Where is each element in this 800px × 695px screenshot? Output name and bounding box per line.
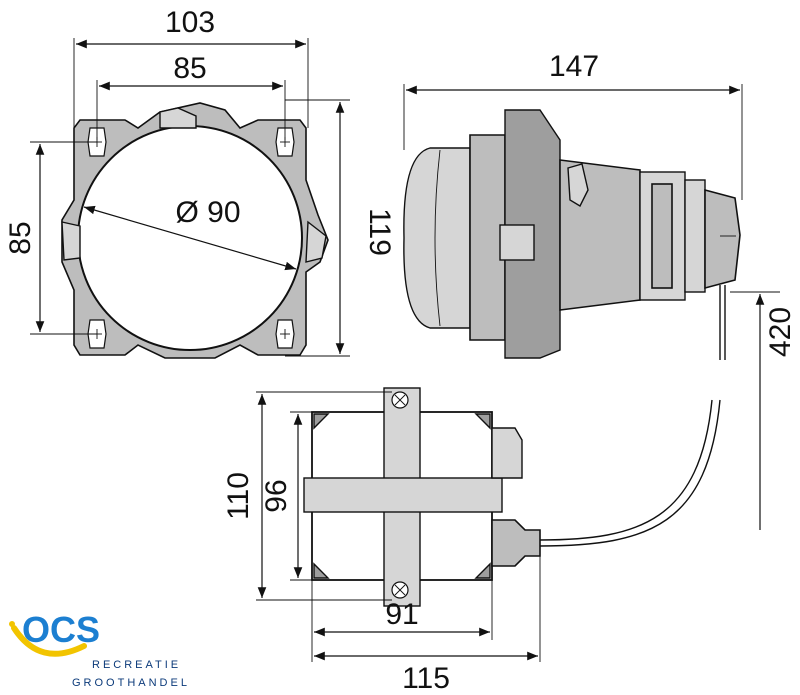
side-latch (567, 163, 589, 207)
logo-line2: GROOTHANDEL (72, 677, 190, 689)
dim-text-110: 110 (222, 472, 255, 520)
ocs-logo: OCS RECREATIE GROOTHANDEL (9, 609, 190, 689)
ballast-screw-top (391, 391, 409, 409)
side-clip (499, 224, 535, 261)
screw-slot-top-right (275, 127, 295, 157)
front-view: 103 85 85 119 Ø 90 (4, 6, 396, 359)
dim-text-115: 115 (402, 662, 450, 695)
dim-text-85-horizontal: 85 (173, 52, 206, 85)
ballast-connector-bottom (491, 519, 541, 567)
logo-letters: OCS (22, 609, 100, 650)
ballast-view: 110 96 91 115 (222, 387, 721, 695)
ballast-strap-horizontal (303, 477, 503, 513)
logo-smile-icon (11, 625, 87, 657)
dim-text-91: 91 (385, 598, 418, 631)
side-lens (403, 147, 471, 329)
side-view: 147 420 (403, 50, 797, 530)
right-tab (305, 220, 327, 263)
side-plug (704, 188, 741, 290)
logo-line1: RECREATIE (92, 659, 181, 671)
dim-text-85-vertical: 85 (4, 221, 37, 254)
screw-slot-bottom-right (275, 319, 295, 349)
ballast-cable (539, 399, 713, 541)
left-tab (61, 221, 81, 261)
dim-text-147: 147 (549, 50, 599, 83)
side-connector-collar (684, 179, 706, 293)
ballast-screw-bottom (391, 581, 409, 599)
dim-text-119: 119 (363, 208, 396, 256)
dim-text-96: 96 (260, 479, 293, 512)
dim-text-103: 103 (165, 6, 215, 39)
dim-line-diameter (83, 205, 297, 271)
side-connector-ring (651, 183, 673, 289)
dim-text-diameter: Ø 90 (175, 196, 240, 229)
ballast-connector-top (491, 427, 523, 479)
dim-text-420: 420 (764, 307, 797, 357)
top-tab (159, 107, 197, 129)
